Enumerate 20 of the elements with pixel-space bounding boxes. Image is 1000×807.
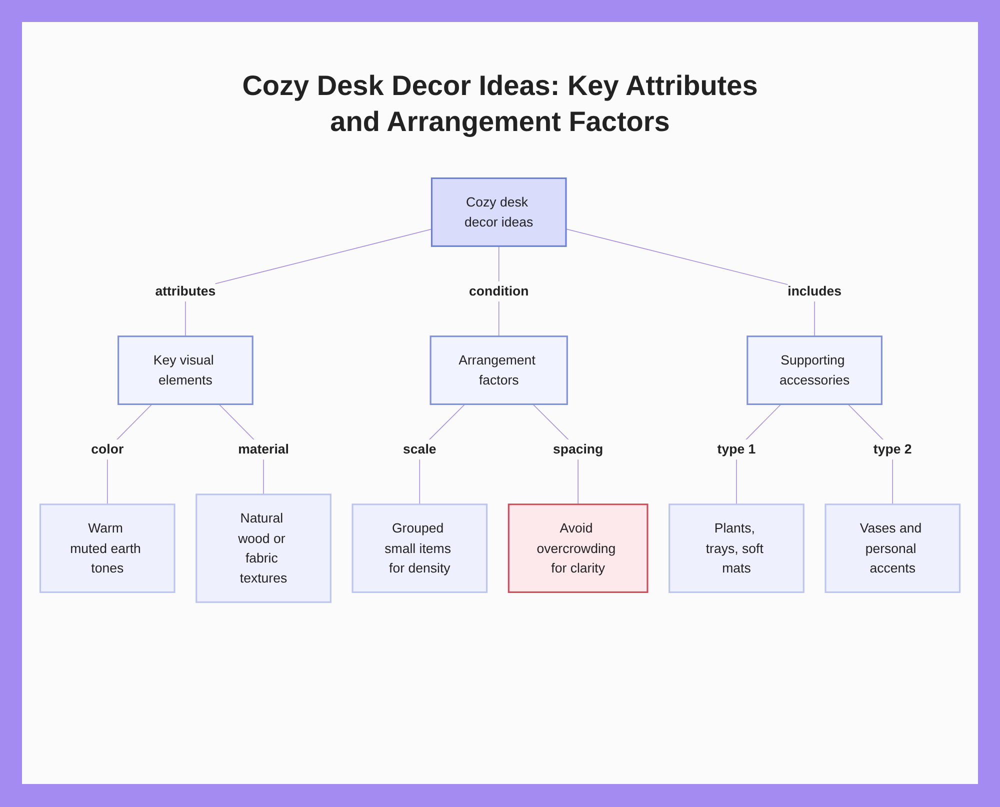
edge-label: condition: [469, 284, 529, 298]
node-box: Natural wood or fabric textures: [196, 494, 332, 603]
edge-label: type 2: [873, 442, 912, 457]
edge-label: includes: [788, 284, 842, 298]
node-box: Arrangement factors: [430, 336, 568, 406]
node-box: Vases and personal accents: [824, 504, 961, 593]
node-box: Plants, trays, soft mats: [668, 504, 804, 593]
edge-label: type 1: [717, 442, 756, 457]
edge-label: color: [91, 442, 124, 457]
node-box: Warm muted earth tones: [39, 504, 176, 593]
node-box: Avoid overcrowding for clarity: [508, 504, 648, 593]
diagram-title: Cozy Desk Decor Ideas: Key Attributes and Arrangement Factors: [241, 69, 759, 139]
node-box: Grouped small items for density: [352, 504, 488, 593]
edge-label: scale: [403, 442, 436, 457]
edge-label: material: [238, 442, 289, 457]
node-box: Supporting accessories: [746, 336, 882, 406]
node-box: Cozy desk decor ideas: [430, 177, 567, 247]
edge-label: attributes: [155, 284, 216, 298]
node-box: Key visual elements: [118, 336, 254, 406]
edge-label: spacing: [552, 442, 604, 457]
